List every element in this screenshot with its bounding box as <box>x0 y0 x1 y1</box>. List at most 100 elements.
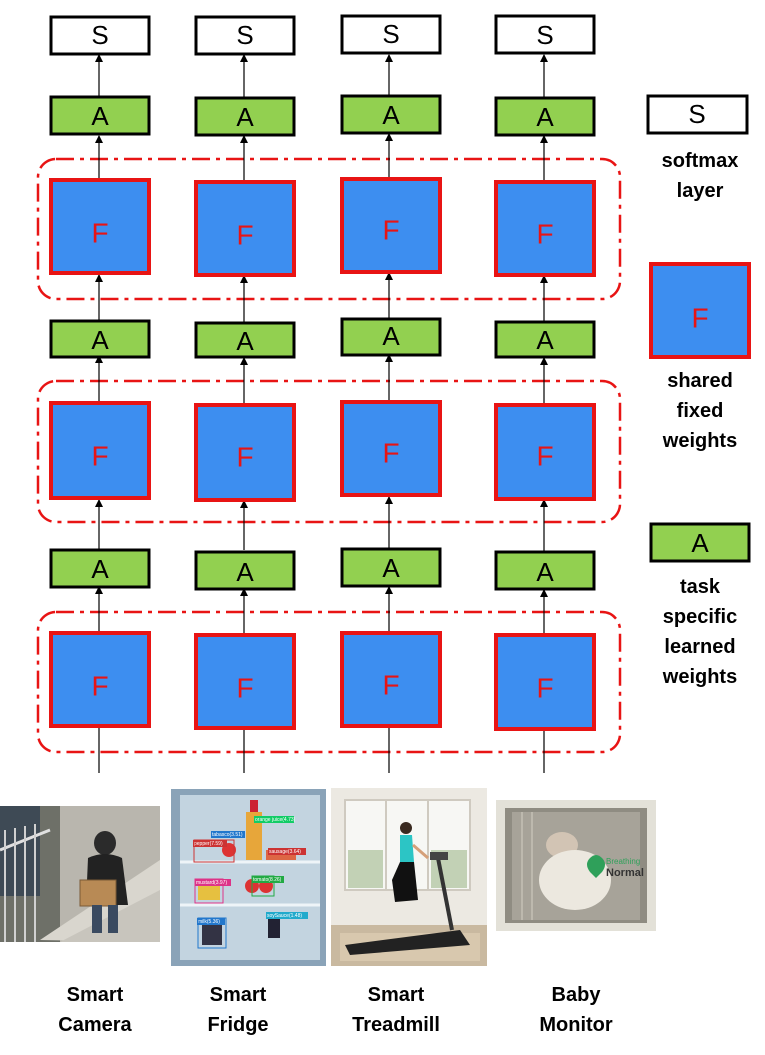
adapter-label: A <box>536 325 554 355</box>
adapter-block: A <box>340 547 442 588</box>
legend-line: weights <box>662 430 738 452</box>
column-smart-treadmill: S A F A F A F <box>340 14 442 773</box>
frozen-block: F <box>494 403 596 501</box>
adapter-block: A <box>49 548 151 589</box>
legend-line: layer <box>676 180 724 202</box>
legend-shared-text: shared fixed weights <box>640 366 760 456</box>
adapter-label: A <box>536 102 554 132</box>
fridge-detection-label: pepper(7.59) <box>194 841 223 847</box>
smart-treadmill-photo <box>331 788 487 966</box>
adapter-label: A <box>382 100 400 130</box>
legend-line: shared <box>667 370 733 392</box>
legend-softmax-text: softmax layer <box>640 146 760 206</box>
frozen-label: F <box>91 441 108 472</box>
legend-task-symbol: A <box>691 528 709 558</box>
baby-status-value: Normal <box>606 867 644 879</box>
frozen-label: F <box>382 670 399 701</box>
adapter-block: A <box>494 320 596 359</box>
legend-shared-swatch: F <box>649 262 751 359</box>
adapter-block: A <box>194 321 296 359</box>
shared-group-top <box>36 157 622 301</box>
shared-group-bottom <box>36 610 622 754</box>
adapter-label: A <box>236 557 254 587</box>
legend-line: softmax <box>661 150 739 172</box>
softmax-label: S <box>536 20 553 50</box>
legend-task-swatch: A <box>649 522 751 563</box>
adapter-block: A <box>340 94 442 135</box>
device-label-smart-camera: Smart Camera <box>20 980 170 1040</box>
legend-line: learned <box>664 636 736 658</box>
frozen-block: F <box>194 633 296 730</box>
fridge-detection-label: mustard(3.97) <box>196 880 227 886</box>
fridge-detection-label: orange juice(4.73) <box>255 817 296 823</box>
shared-group-middle <box>36 379 622 524</box>
adapter-block: A <box>494 96 596 137</box>
device-label-line: Monitor <box>539 1014 613 1036</box>
frozen-label: F <box>382 215 399 246</box>
adapter-label: A <box>91 101 109 131</box>
legend-softmax-swatch: S <box>646 94 749 135</box>
adapter-label: A <box>382 553 400 583</box>
softmax-label: S <box>382 19 399 49</box>
adapter-block: A <box>194 96 296 137</box>
legend-line: task <box>679 576 721 598</box>
adapter-block: A <box>49 319 151 359</box>
frozen-block: F <box>340 631 442 728</box>
frozen-label: F <box>91 671 108 702</box>
column-baby-monitor: S A F A F A F <box>494 14 596 773</box>
frozen-label: F <box>536 441 553 472</box>
frozen-label: F <box>536 219 553 250</box>
frozen-label: F <box>382 438 399 469</box>
legend-line: specific <box>662 606 738 628</box>
legend-line: fixed <box>676 400 724 422</box>
device-label-line: Camera <box>58 1014 132 1036</box>
adapter-label: A <box>91 325 109 355</box>
smart-camera-photo <box>0 806 160 942</box>
frozen-block: F <box>340 177 442 274</box>
legend-shared-symbol: F <box>691 303 708 334</box>
device-label-line: Baby <box>551 984 601 1006</box>
frozen-block: F <box>49 178 151 275</box>
softmax-label: S <box>91 20 108 50</box>
softmax-block: S <box>494 14 596 55</box>
softmax-block: S <box>49 15 151 56</box>
frozen-label: F <box>236 673 253 704</box>
legend-line: weights <box>662 666 738 688</box>
frozen-label: F <box>236 220 253 251</box>
device-label-line: Smart <box>367 984 425 1006</box>
fridge-detection-label: soySauce(1.48) <box>267 913 302 919</box>
device-label-line: Fridge <box>207 1014 269 1036</box>
frozen-block: F <box>194 180 296 277</box>
fridge-detection-label: tabasco(3.51) <box>212 832 243 838</box>
baby-monitor-photo: Breathing Normal <box>496 800 656 931</box>
fridge-detection-label: milk(5.36) <box>198 919 220 925</box>
softmax-block: S <box>340 14 442 55</box>
legend-task-text: task specific learned weights <box>640 572 760 692</box>
device-label-smart-treadmill: Smart Treadmill <box>321 980 471 1040</box>
device-label-baby-monitor: Baby Monitor <box>501 980 651 1040</box>
fridge-detection-label: sausage(3.64) <box>269 849 301 855</box>
lungs-icon <box>587 855 605 878</box>
column-smart-fridge: S A F A F A F <box>194 15 296 773</box>
adapter-block: A <box>494 550 596 591</box>
frozen-label: F <box>236 442 253 473</box>
legend-softmax-symbol: S <box>688 99 705 129</box>
smart-fridge-photo: orange juice(4.73) tabasco(3.51) pepper(… <box>171 789 326 966</box>
softmax-block: S <box>194 15 296 56</box>
frozen-label: F <box>91 218 108 249</box>
adapter-label: A <box>236 102 254 132</box>
legend: S F A <box>646 94 751 563</box>
adapter-label: A <box>91 554 109 584</box>
frozen-block: F <box>340 400 442 497</box>
adapter-block: A <box>194 550 296 591</box>
frozen-block: F <box>194 403 296 502</box>
device-label-smart-fridge: Smart Fridge <box>163 980 313 1040</box>
adapter-label: A <box>236 326 254 356</box>
baby-status-label: Breathing <box>606 857 640 866</box>
device-label-line: Treadmill <box>352 1014 440 1036</box>
softmax-label: S <box>236 20 253 50</box>
frozen-block: F <box>49 401 151 500</box>
frozen-block: F <box>494 180 596 277</box>
device-label-line: Smart <box>66 984 124 1006</box>
